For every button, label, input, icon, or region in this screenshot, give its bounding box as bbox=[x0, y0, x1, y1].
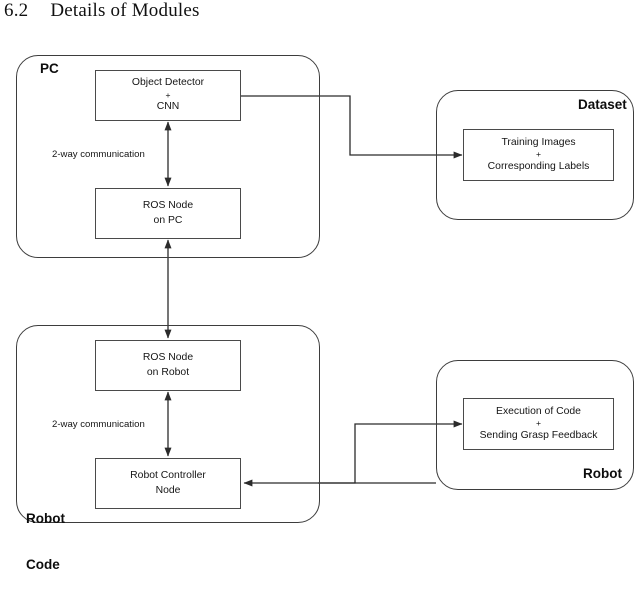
group-dataset-label: Dataset bbox=[578, 97, 627, 112]
node-ros-node-robot[interactable]: ROS Node on Robot bbox=[95, 340, 241, 391]
node-training-data-line1: Training Images bbox=[501, 136, 576, 148]
node-robot-controller[interactable]: Robot Controller Node bbox=[95, 458, 241, 509]
node-object-detector-line2: CNN bbox=[156, 101, 180, 113]
group-pc[interactable] bbox=[16, 55, 320, 258]
node-object-detector[interactable]: Object Detector + CNN bbox=[95, 70, 241, 121]
node-robot-controller-line1: Robot Controller bbox=[130, 469, 206, 481]
node-object-detector-plus: + bbox=[165, 89, 171, 100]
page-title: 6.2 Details of Modules bbox=[4, 0, 200, 22]
group-robot-code[interactable] bbox=[16, 325, 320, 523]
group-robot-label: Robot bbox=[583, 466, 622, 481]
node-execution-line2: Sending Grasp Feedback bbox=[479, 429, 598, 441]
group-pc-label: PC bbox=[40, 61, 59, 76]
node-execution-plus: + bbox=[535, 418, 542, 429]
edge-label-robot-code-twoway: 2-way communication bbox=[52, 419, 145, 430]
node-execution-line1: Execution of Code bbox=[496, 405, 581, 417]
node-robot-controller-line2: Node bbox=[155, 484, 181, 496]
node-training-data-plus: + bbox=[535, 149, 542, 160]
connector-detector-to-dataset bbox=[240, 95, 463, 159]
connector-layer bbox=[164, 95, 463, 487]
node-training-data-line2: Corresponding Labels bbox=[487, 160, 590, 172]
node-ros-node-robot-line1: ROS Node bbox=[142, 351, 194, 363]
node-ros-node-pc[interactable]: ROS Node on PC bbox=[95, 188, 241, 239]
group-dataset[interactable] bbox=[436, 90, 634, 220]
node-ros-node-robot-line2: on Robot bbox=[146, 366, 190, 378]
node-ros-node-pc-line2: on PC bbox=[153, 214, 183, 226]
edge-label-pc-twoway: 2-way communication bbox=[52, 149, 145, 160]
node-execution[interactable]: Execution of Code + Sending Grasp Feedba… bbox=[463, 398, 614, 450]
node-training-data[interactable]: Training Images + Corresponding Labels bbox=[463, 129, 614, 181]
group-robot-code-label-line2: Code bbox=[26, 556, 60, 572]
group-robot[interactable] bbox=[436, 360, 634, 490]
node-object-detector-line1: Object Detector bbox=[131, 77, 205, 88]
group-robot-code-label-line1: Robot bbox=[26, 511, 65, 527]
group-robot-code-label: Robot Code bbox=[26, 481, 65, 602]
modules-diagram: PC Object Detector + CNN 2-way communica… bbox=[16, 55, 634, 572]
node-ros-node-pc-line1: ROS Node bbox=[142, 199, 194, 211]
section-title: Details of Modules bbox=[50, 0, 200, 21]
section-number: 6.2 bbox=[4, 0, 29, 21]
